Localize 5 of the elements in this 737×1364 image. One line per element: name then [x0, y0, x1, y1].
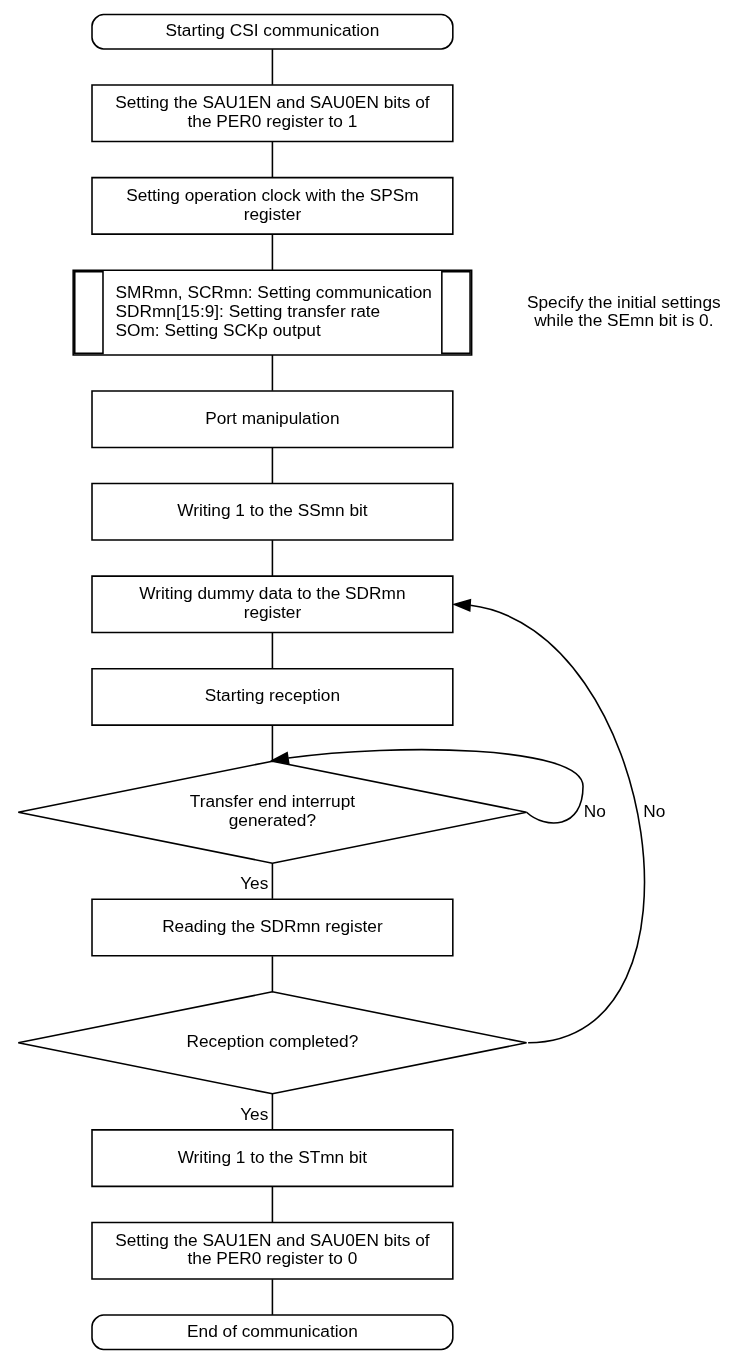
node-label: Specify the initial settings while the SEmn bit is 0. — [526, 291, 721, 331]
edge-label: No — [643, 800, 666, 821]
edge-label: Yes — [240, 1103, 269, 1124]
edge-label: No — [583, 800, 606, 821]
edge-label: Yes — [240, 873, 269, 894]
